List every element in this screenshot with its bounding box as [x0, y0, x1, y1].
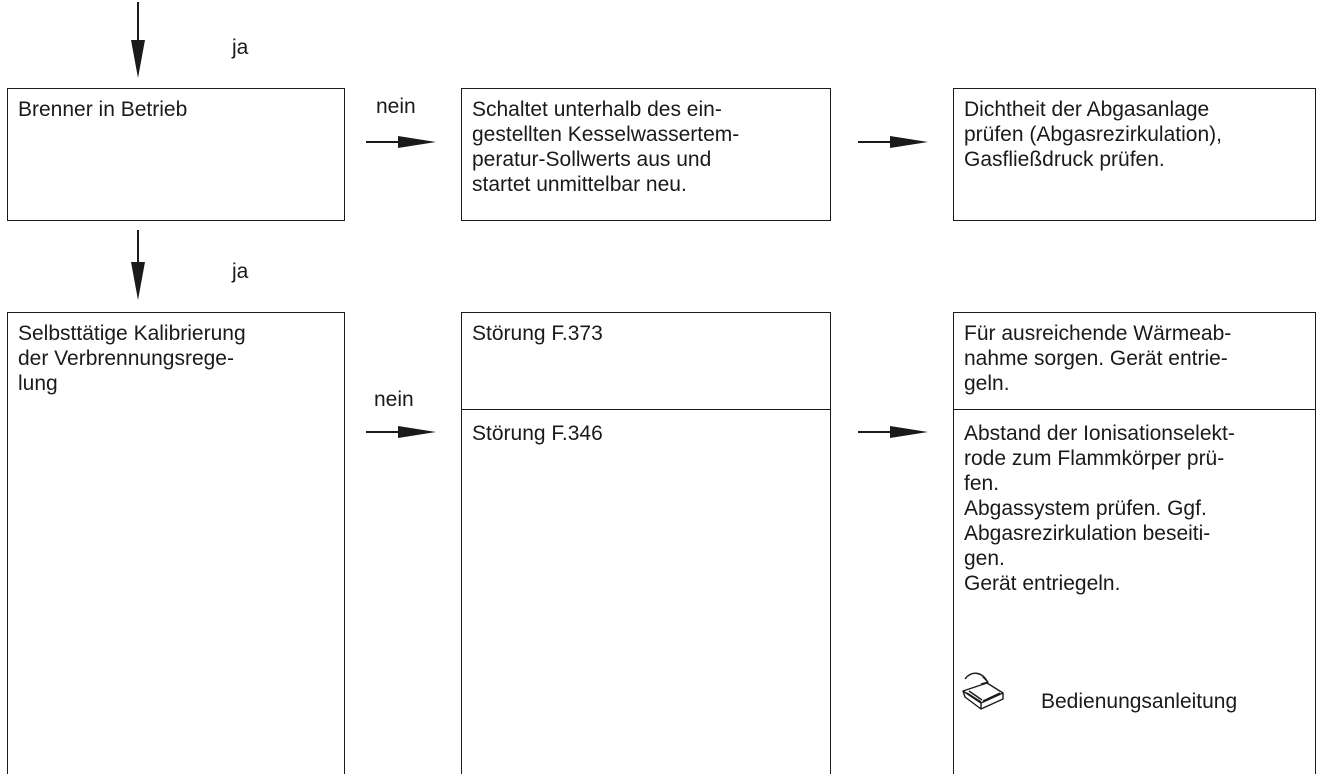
- arrow-down-middle: [131, 230, 145, 300]
- burner-running-box: Brenner in Betrieb: [7, 88, 345, 221]
- book-icon: [959, 669, 1009, 713]
- heat-removal-text: Für ausreichende Wärmeab- nahme sorgen. …: [964, 322, 1232, 395]
- faults-divider: [462, 409, 830, 410]
- fault-f373-text: Störung F.373: [472, 322, 603, 345]
- manual-reference-text: Bedienungsanleitung: [1041, 690, 1238, 713]
- arrow-right-row1-b: [858, 136, 928, 148]
- arrow-right-row2-b: [858, 426, 928, 438]
- no-label-row1: nein: [376, 95, 416, 118]
- fault-f346-text: Störung F.346: [472, 422, 603, 445]
- check-flue-box: Dichtheit der Abgasanlage prüfen (Abgasr…: [953, 88, 1316, 221]
- burner-running-text: Brenner in Betrieb: [18, 98, 188, 121]
- arrow-right-row1-a: [366, 136, 436, 148]
- switches-off-text: Schaltet unterhalb des ein- gestellten K…: [472, 98, 740, 196]
- yes-label-top: ja: [232, 36, 249, 59]
- no-label-row2: nein: [374, 388, 414, 411]
- switches-off-box: Schaltet unterhalb des ein- gestellten K…: [461, 88, 831, 221]
- check-flue-text: Dichtheit der Abgasanlage prüfen (Abgasr…: [964, 98, 1222, 171]
- electrode-check-text: Abstand der Ionisationselekt- rode zum F…: [964, 422, 1235, 595]
- remedy-divider: [954, 409, 1315, 410]
- faults-box: Störung F.373 Störung F.346: [461, 312, 831, 774]
- yes-label-middle: ja: [232, 260, 249, 283]
- remedy-box: Für ausreichende Wärmeab- nahme sorgen. …: [953, 312, 1316, 774]
- arrow-right-row2-a: [366, 426, 436, 438]
- arrow-down-top: [131, 2, 145, 78]
- auto-calibration-box: Selbsttätige Kalibrierung der Verbrennun…: [7, 312, 345, 774]
- auto-calibration-text: Selbsttätige Kalibrierung der Verbrennun…: [18, 322, 246, 395]
